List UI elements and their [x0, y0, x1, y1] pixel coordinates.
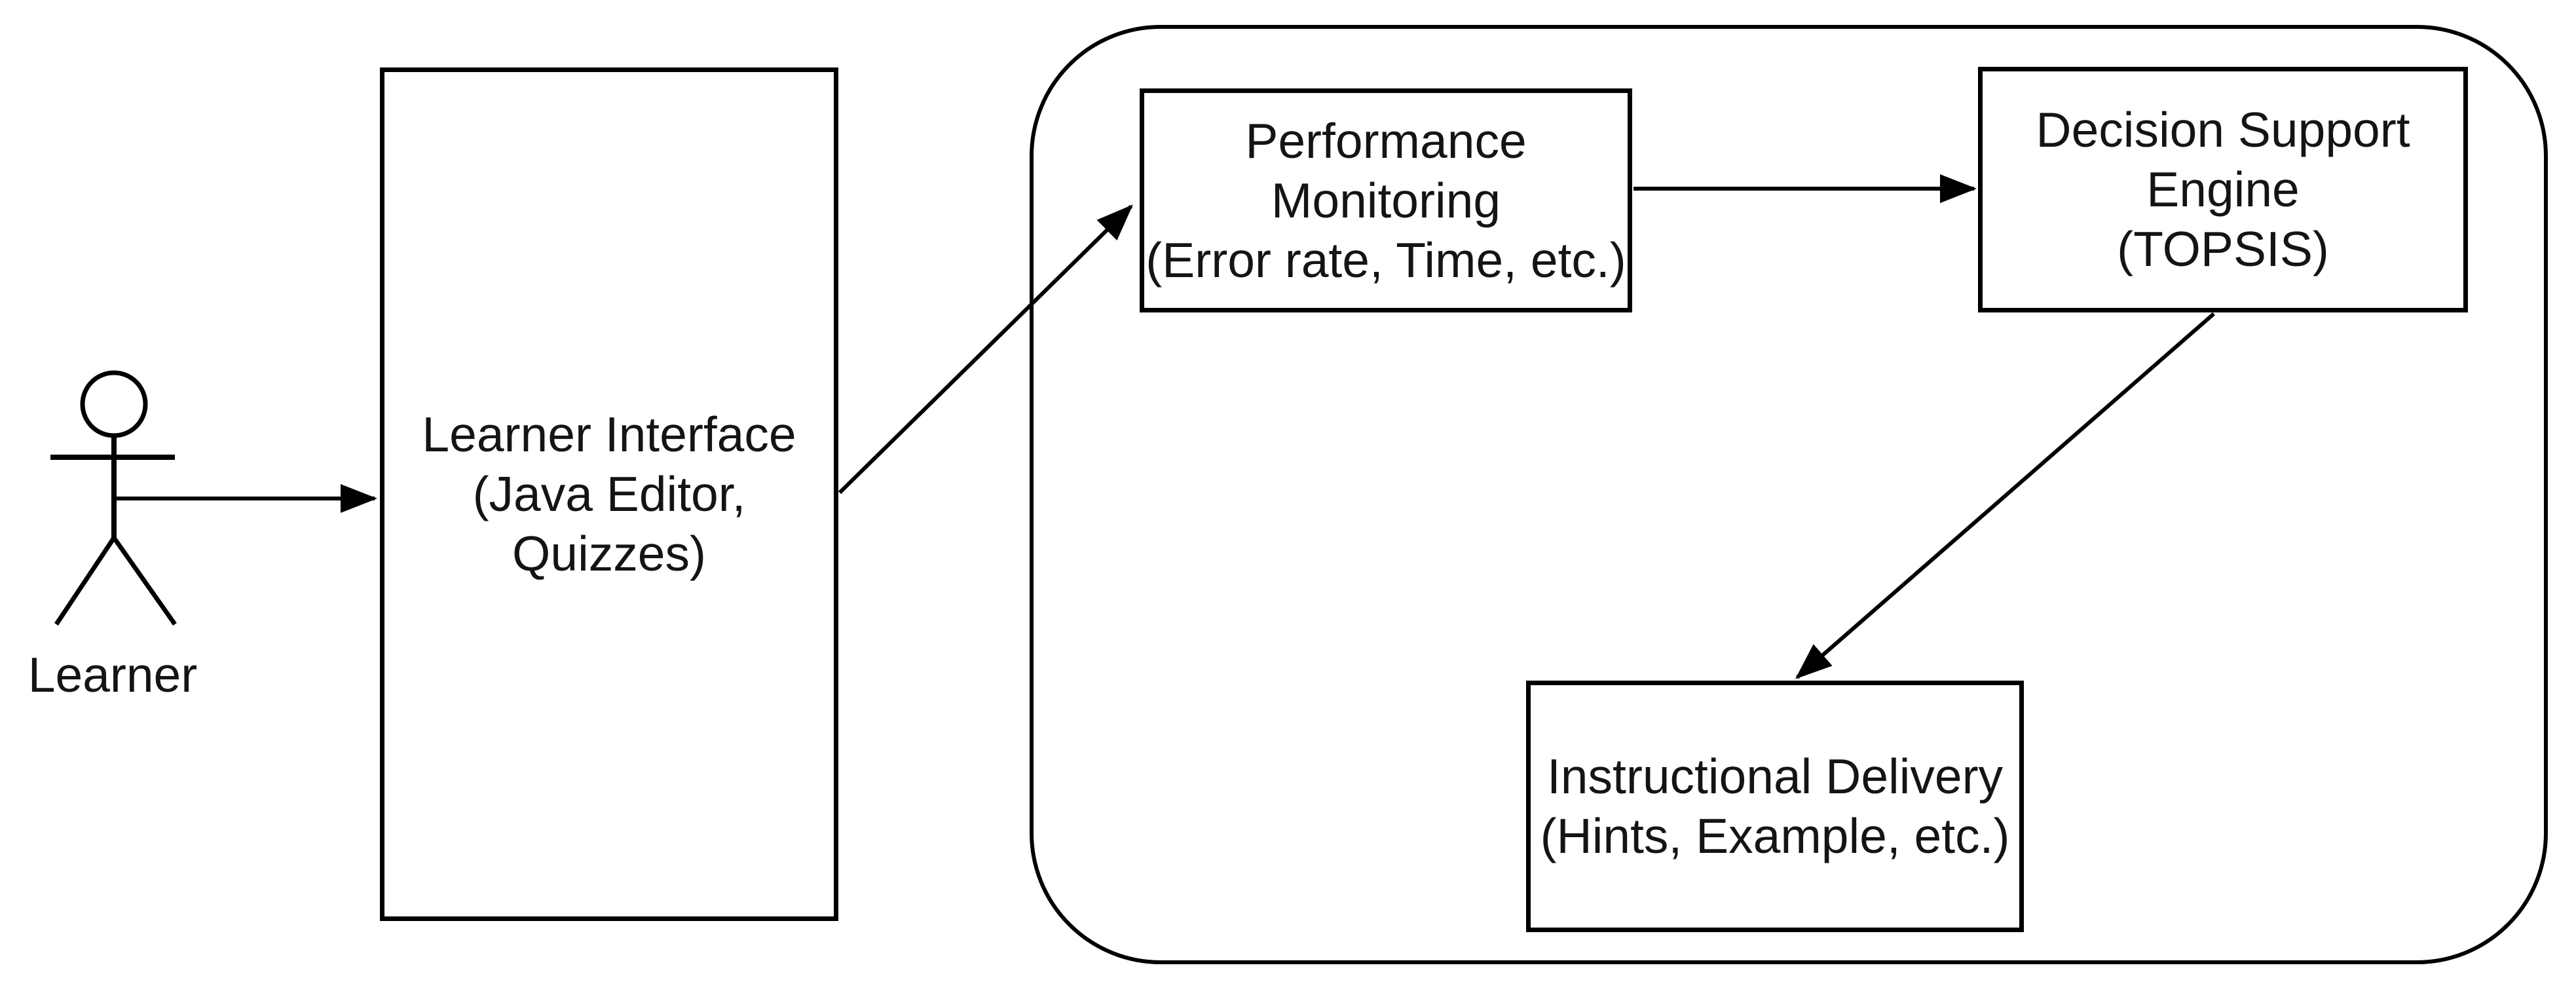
- node-learner-interface: Learner Interface (Java Editor, Quizzes): [380, 67, 838, 921]
- node-performance-monitoring-line2: Monitoring: [1271, 172, 1501, 228]
- node-performance-monitoring-line3: (Error rate, Time, etc.): [1146, 232, 1626, 288]
- node-decision-support-engine: Decision Support Engine (TOPSIS): [1978, 67, 2468, 312]
- node-learner-interface-line1: Learner Interface: [422, 407, 796, 462]
- node-decision-support-engine-line3: (TOPSIS): [2117, 221, 2329, 276]
- node-performance-monitoring-line1: Performance: [1245, 113, 1527, 168]
- node-instructional-delivery-line1: Instructional Delivery: [1546, 749, 2004, 804]
- stick-figure-icon: [50, 370, 177, 626]
- node-instructional-delivery-line2: (Hints, Example, etc.): [1540, 808, 2010, 863]
- node-learner-interface-line2: (Java Editor,: [472, 466, 746, 521]
- node-decision-support-engine-line1: Decision Support: [2036, 102, 2410, 157]
- actor-head: [80, 370, 148, 438]
- actor-leg-left: [54, 536, 116, 626]
- node-learner-interface-line3: Quizzes): [512, 526, 706, 581]
- actor-label: Learner: [28, 647, 198, 702]
- system-boundary-container: [1030, 25, 2548, 964]
- node-instructional-delivery: Instructional Delivery (Hints, Example, …: [1526, 681, 2024, 932]
- node-decision-support-engine-line2: Engine: [2146, 162, 2300, 217]
- arrow-interface-to-monitoring: [838, 204, 1133, 495]
- actor-leg-right: [112, 536, 177, 626]
- arrow-decision-to-delivery: [1795, 312, 2215, 679]
- node-performance-monitoring: Performance Monitoring (Error rate, Time…: [1140, 88, 1632, 312]
